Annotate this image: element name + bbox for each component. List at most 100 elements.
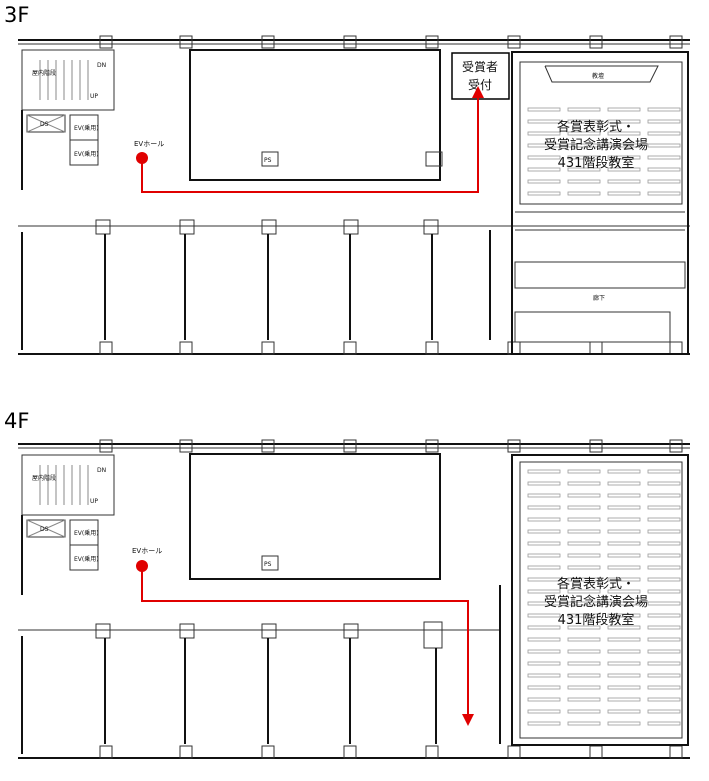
seat-row xyxy=(567,167,601,172)
seat-row xyxy=(647,577,681,582)
seat-row xyxy=(647,709,681,714)
svg-text:EV(乗用): EV(乗用) xyxy=(74,530,99,537)
seat-row xyxy=(567,517,601,522)
seat-row xyxy=(647,119,681,124)
seat-row xyxy=(647,493,681,498)
venue-name-line2: 受賞記念講演会場 xyxy=(544,594,648,610)
seat-row xyxy=(607,553,641,558)
seat-row xyxy=(607,601,641,606)
seat-row xyxy=(567,541,601,546)
seat-row xyxy=(647,697,681,702)
seat-row xyxy=(567,553,601,558)
seat-row xyxy=(607,649,641,654)
seat-row xyxy=(607,589,641,594)
seat-row xyxy=(607,517,641,522)
floor-label-3f: 3F xyxy=(4,3,29,27)
seat-rows xyxy=(527,107,681,196)
seat-row xyxy=(647,191,681,196)
svg-text:UP: UP xyxy=(90,498,98,505)
seat-row xyxy=(567,481,601,486)
seat-row xyxy=(527,119,561,124)
seat-row xyxy=(567,119,601,124)
svg-text:UP: UP xyxy=(90,93,98,100)
seat-row xyxy=(607,131,641,136)
seat-row xyxy=(607,143,641,148)
svg-text:EV(乗用): EV(乗用) xyxy=(74,125,99,132)
seat-row xyxy=(607,673,641,678)
seat-row xyxy=(647,541,681,546)
seat-row xyxy=(527,673,561,678)
seat-row xyxy=(527,709,561,714)
seat-row xyxy=(527,541,561,546)
svg-text:PS: PS xyxy=(264,561,272,568)
seat-row xyxy=(607,191,641,196)
seat-row xyxy=(527,481,561,486)
seat-row xyxy=(527,649,561,654)
seat-row xyxy=(527,625,561,630)
seat-row xyxy=(527,661,561,666)
seat-row xyxy=(527,529,561,534)
seat-row xyxy=(567,493,601,498)
seat-row xyxy=(527,493,561,498)
seat-row xyxy=(527,697,561,702)
seat-row xyxy=(527,553,561,558)
seat-row xyxy=(647,155,681,160)
route-arrow-icon xyxy=(472,86,484,98)
seat-row xyxy=(527,637,561,642)
svg-text:EV(乗用): EV(乗用) xyxy=(74,556,99,563)
svg-text:屋内階段: 屋内階段 xyxy=(32,69,56,77)
seat-row xyxy=(567,685,601,690)
seat-row xyxy=(607,661,641,666)
seat-row xyxy=(527,721,561,726)
seat-row xyxy=(607,481,641,486)
svg-text:DN: DN xyxy=(97,62,106,69)
seat-row xyxy=(647,553,681,558)
venue-name-line3: 431階段教室 xyxy=(558,612,635,628)
seat-row xyxy=(527,167,561,172)
reception-label-line2: 受付 xyxy=(468,78,492,92)
floor-plan-4f: 屋内階段 DN UP DS EV(乗用) EV(乗用) PS 各賞表彰式・ 受賞… xyxy=(18,439,690,759)
podium-label: 教壇 xyxy=(592,72,604,80)
seat-row xyxy=(567,709,601,714)
seat-row xyxy=(647,143,681,148)
start-point-marker xyxy=(136,560,148,572)
floor-label-4f: 4F xyxy=(4,409,29,433)
seat-row xyxy=(567,155,601,160)
seat-row xyxy=(607,577,641,582)
venue-name-line2: 受賞記念講演会場 xyxy=(544,137,648,153)
seat-row xyxy=(647,649,681,654)
seat-row xyxy=(567,721,601,726)
seat-row xyxy=(647,179,681,184)
venue-name-line1: 各賞表彰式・ xyxy=(557,576,635,592)
seat-row xyxy=(607,637,641,642)
seat-row xyxy=(567,613,601,618)
seat-row xyxy=(607,107,641,112)
seat-row xyxy=(567,673,601,678)
seat-row xyxy=(527,589,561,594)
ev-hall-label: EVホール xyxy=(132,547,162,555)
seat-row xyxy=(647,565,681,570)
seat-row xyxy=(647,589,681,594)
svg-text:屋内階段: 屋内階段 xyxy=(32,474,56,482)
seat-row xyxy=(527,191,561,196)
seat-row xyxy=(527,685,561,690)
seat-row xyxy=(567,625,601,630)
seat-row xyxy=(567,505,601,510)
seat-row xyxy=(647,685,681,690)
seat-row xyxy=(607,155,641,160)
reception-label-line1: 受賞者 xyxy=(462,60,498,74)
seat-row xyxy=(647,517,681,522)
seat-row xyxy=(607,505,641,510)
route-line xyxy=(141,566,469,714)
seat-row xyxy=(527,517,561,522)
seat-row xyxy=(647,637,681,642)
svg-text:DS: DS xyxy=(40,526,49,533)
ev-hall-label: EVホール xyxy=(134,140,164,148)
stairs xyxy=(21,49,115,111)
seat-row xyxy=(567,131,601,136)
seat-row xyxy=(567,565,601,570)
seat-row xyxy=(607,119,641,124)
seat-row xyxy=(607,709,641,714)
seat-row xyxy=(647,505,681,510)
seat-row xyxy=(607,685,641,690)
